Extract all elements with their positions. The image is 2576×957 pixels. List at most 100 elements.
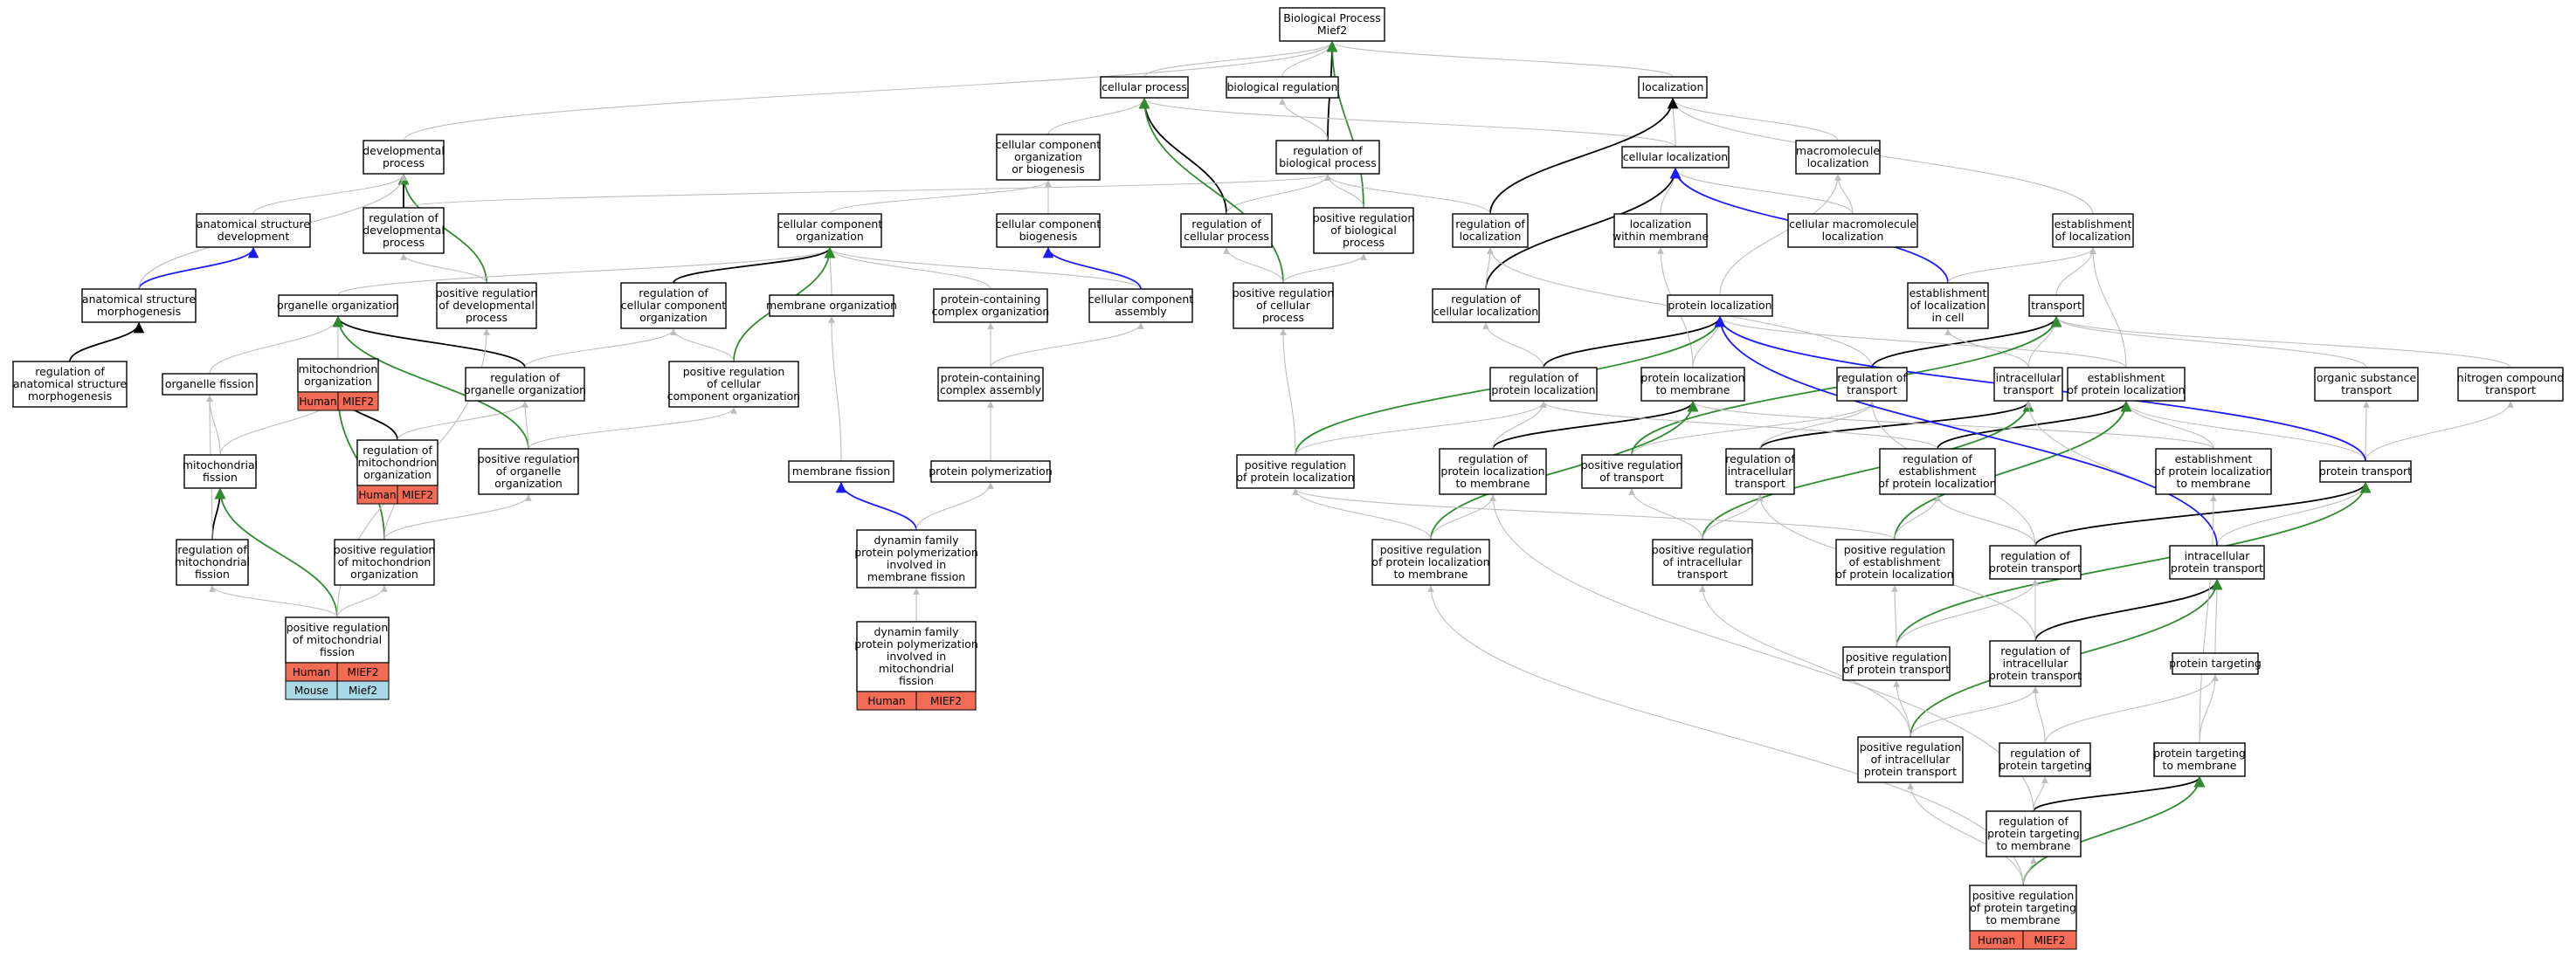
term-node-protein-targeting[interactable]: protein targeting [2169,652,2262,675]
is-a-edge [2044,674,2219,744]
term-node-organelle-fission[interactable]: organelle fission [162,373,258,396]
term-box [1489,367,1598,402]
term-label-line: transport [2031,299,2082,312]
is-a-edge [2053,316,2367,368]
gene-label: MIEF2 [342,396,374,408]
is-a-edge [336,585,388,618]
is-a-edge [915,482,994,531]
term-node-membrane-organization[interactable]: membrane organization [766,294,897,317]
term-node-cellular-process[interactable]: cellular process [1100,76,1189,99]
term-label-line: cellular process [1102,80,1187,93]
term-box [1613,213,1708,248]
term-node-protein-localization[interactable]: protein localization [1667,294,1773,317]
is-a-edge [1324,174,1491,215]
term-node-transport[interactable]: transport [2028,294,2084,317]
gene-label: MIEF2 [930,695,962,707]
term-box [285,616,390,664]
term-node-protein-transport[interactable]: protein transport [2319,460,2412,483]
positively-regulates-edge [2022,775,2206,886]
term-label-line: cellular process [1184,230,1269,243]
regulates-edge [1138,97,1227,215]
term-label-line: positive regulation [1245,458,1347,472]
term-box [1640,367,1745,402]
term-node-protein-polymerization[interactable]: protein polymerization [929,460,1053,483]
term-node-cellular-localization[interactable]: cellular localization [1621,146,1730,169]
term-label-line: regulation of [2010,747,2080,760]
term-node-localization[interactable]: localization [1638,76,1708,99]
is-a-edge [1047,98,1148,135]
term-label-line: organelle organization [464,383,586,396]
gene-cell [915,691,977,711]
term-node-membrane-fission[interactable]: membrane fission [788,460,894,483]
is-a-edge [1485,247,1494,290]
term-label-line: of protein targeting [1970,901,2076,914]
term-label-line: involved in [887,558,946,571]
term-node-organelle-organization[interactable]: organelle organization [277,294,399,317]
term-node-biological-regulation[interactable]: biological regulation [1226,76,1339,99]
is-a-edge [1292,488,1896,540]
term-node-regulation-of-mitochondrion-organization[interactable]: regulation ofmitochondrionorganizationHu… [356,439,439,505]
is-a-edge [403,41,1336,141]
